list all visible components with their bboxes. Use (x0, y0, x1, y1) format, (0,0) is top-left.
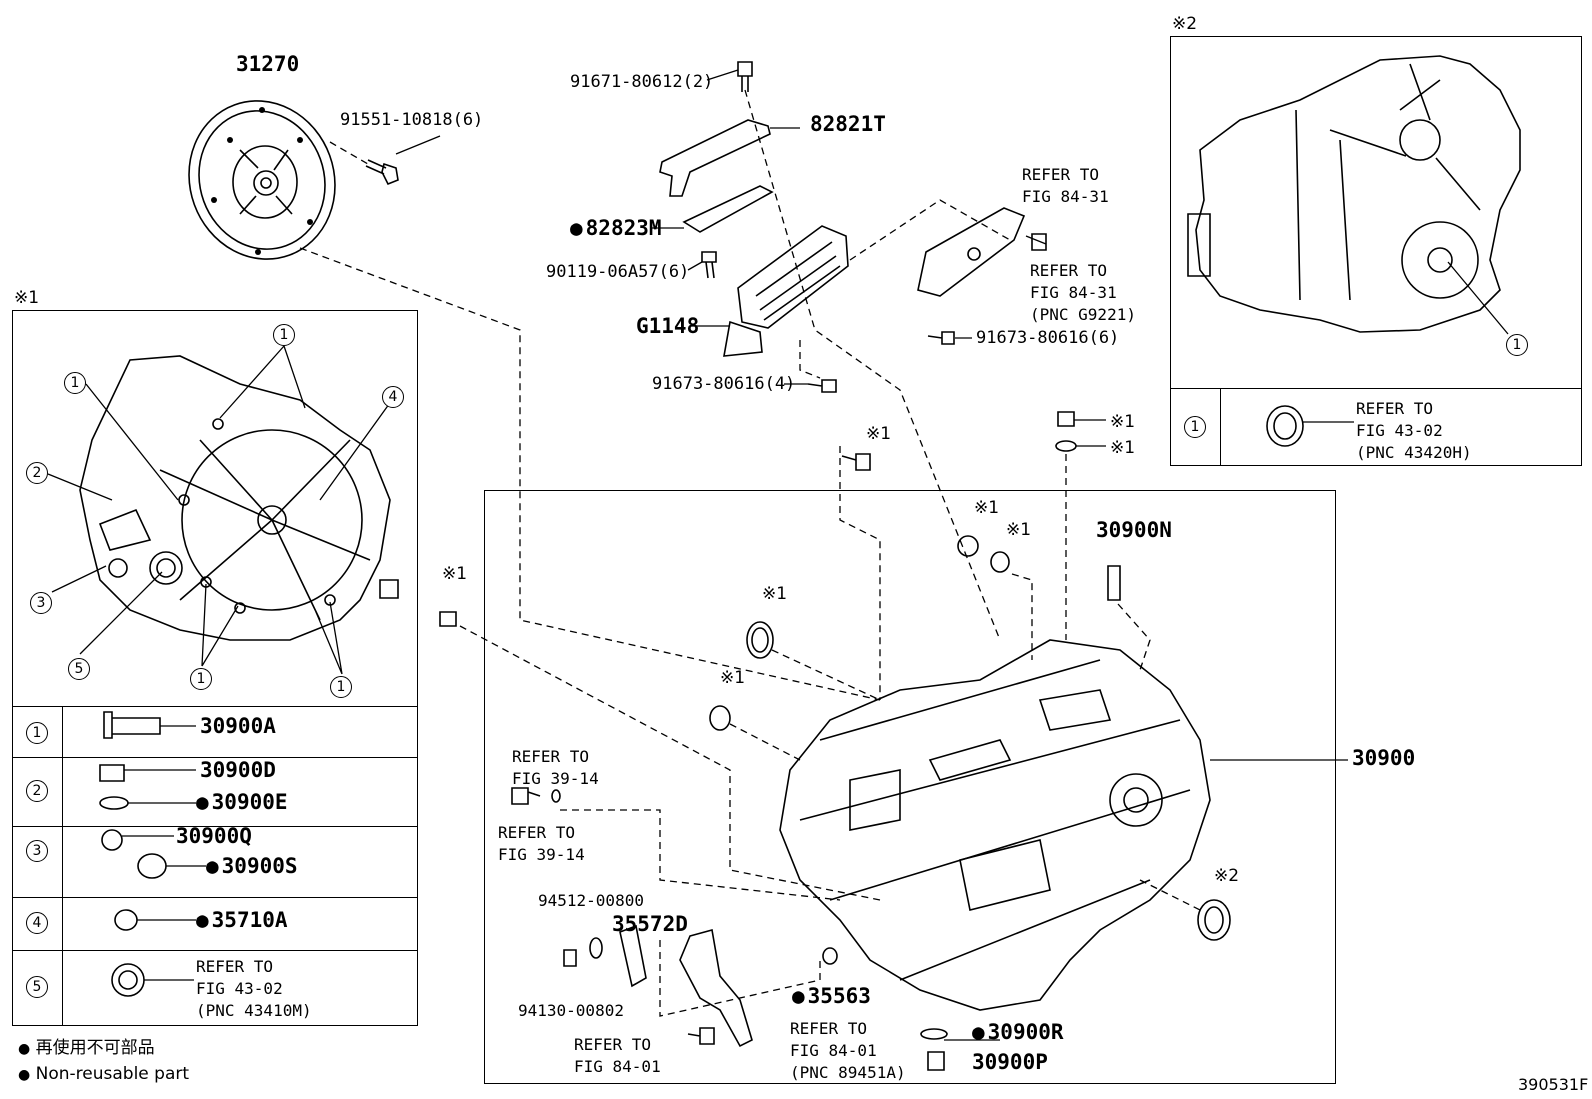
part-90119-label: 90119-06A57(6) (546, 262, 690, 282)
inset2-row-divider (1170, 388, 1582, 389)
note-mark-x1: ※1 (762, 584, 788, 604)
part-35572D-label: 35572D (612, 912, 688, 936)
row-num-1: 1 (1184, 416, 1206, 438)
part-94130-label: 94130-00802 (518, 1001, 624, 1020)
note-mark-x2: ※2 (1214, 866, 1240, 886)
inset1-row-divider (12, 757, 418, 758)
legend-line2-text: Non-reusable part (35, 1064, 190, 1084)
part-30900D-label: 30900D (200, 758, 276, 782)
part-30900E-label: 30900E (196, 792, 288, 813)
inset1-row-divider (12, 950, 418, 951)
refer-39-14-b-line1: REFER TO (498, 823, 576, 842)
part-30900N-label: 30900N (1096, 518, 1172, 542)
clutch-cover-drawing (188, 100, 336, 260)
note-mark-x1: ※1 (1006, 520, 1032, 540)
refer-84-01-a-line2: FIG 84-01 (790, 1041, 877, 1060)
part-G1148-label: G1148 (636, 314, 700, 338)
part-82821T-label: 82821T (810, 112, 886, 136)
case-inset2-drawing (1187, 55, 1521, 333)
inset1-col-divider (62, 706, 63, 1026)
refer-84-01-a-line1: REFER TO (790, 1019, 868, 1038)
refer-43-02-b-line3: (PNC 43420H) (1356, 443, 1472, 462)
valve-body-G1148-drawing (723, 225, 849, 357)
row-num-4: 4 (26, 912, 48, 934)
part-94512-label: 94512-00800 (538, 891, 644, 910)
part-91673-6-label: 91673-80616(6) (976, 328, 1120, 348)
refer-84-31-a-line2: FIG 84-31 (1022, 187, 1109, 206)
callout-4: 4 (382, 386, 404, 408)
refer-39-14-a-line1: REFER TO (512, 747, 590, 766)
callout-2: 2 (26, 462, 48, 484)
refer-84-01-a-line3: (PNC 89451A) (790, 1063, 906, 1082)
legend-nonreusable-en: ● Non-reusable part (18, 1064, 190, 1084)
note-mark-x1: ※1 (866, 424, 892, 444)
refer-84-31-b-line2: FIG 84-31 (1030, 283, 1117, 302)
row-num-3: 3 (26, 840, 48, 862)
refer-84-01-b-line2: FIG 84-01 (574, 1057, 661, 1076)
legend-nonreusable-jp: ● 再使用不可部品 (18, 1038, 155, 1058)
callout-1: 1 (64, 372, 86, 394)
part-82823M-label: 82823M (570, 218, 662, 239)
part-30900P-label: 30900P (972, 1050, 1048, 1074)
callout-3: 3 (30, 592, 52, 614)
case-inset1-drawing (79, 355, 399, 641)
callout-1: 1 (273, 324, 295, 346)
row-num-1: 1 (26, 722, 48, 744)
note-mark-x1: ※1 (974, 498, 1000, 518)
transaxle-30900-drawing (779, 639, 1211, 1011)
refer-39-14-b-line2: FIG 39-14 (498, 845, 585, 864)
note-mark-x1: ※1 (1110, 438, 1136, 458)
note-mark-x1: ※1 (720, 668, 746, 688)
gasket-82823M-drawing (682, 185, 774, 233)
callout-1: 1 (1506, 334, 1528, 356)
part-91671-label: 91671-80612(2) (570, 72, 714, 92)
note-mark-x1: ※1 (1110, 412, 1136, 432)
main-assembly-box (484, 490, 1336, 1084)
part-30900R-label: 30900R (972, 1022, 1064, 1043)
part-91673-4-label: 91673-80616(4) (652, 374, 796, 394)
callout-1: 1 (190, 668, 212, 690)
inset2-note: ※2 (1172, 14, 1198, 34)
part-30900Q-label: 30900Q (176, 824, 252, 848)
figure-code: 390531F (1518, 1075, 1589, 1094)
callout-1: 1 (330, 676, 352, 698)
row-num-2: 2 (26, 780, 48, 802)
refer-43-02-a-line3: (PNC 43410M) (196, 1001, 312, 1020)
refer-84-31-b-line1: REFER TO (1030, 261, 1108, 280)
callout-5: 5 (68, 658, 90, 680)
legend-line1-text: 再使用不可部品 (35, 1038, 155, 1058)
refer-84-01-b-line1: REFER TO (574, 1035, 652, 1054)
part-30900A-label: 30900A (200, 714, 276, 738)
inset2-col-divider (1220, 388, 1221, 466)
bolt-91551-drawing (365, 159, 399, 186)
inset1-table (12, 706, 418, 1026)
part-91551-label: 91551-10818(6) (340, 110, 484, 130)
refer-43-02-b-line1: REFER TO (1356, 399, 1434, 418)
refer-43-02-a-line1: REFER TO (196, 957, 274, 976)
part-35563-label: 35563 (792, 986, 871, 1007)
part-31270-label: 31270 (236, 52, 300, 76)
inset1-row-divider (12, 897, 418, 898)
refer-84-31-b-line3: (PNC G9221) (1030, 305, 1136, 324)
refer-43-02-b-line2: FIG 43-02 (1356, 421, 1443, 440)
refer-39-14-a-line2: FIG 39-14 (512, 769, 599, 788)
refer-43-02-a-line2: FIG 43-02 (196, 979, 283, 998)
part-30900-label: 30900 (1352, 746, 1416, 770)
part-35710A-label: 35710A (196, 910, 288, 931)
inset1-note: ※1 (14, 288, 40, 308)
refer-84-31-a-line1: REFER TO (1022, 165, 1100, 184)
note-mark-x1: ※1 (442, 564, 468, 584)
bracket-82821T-drawing (659, 119, 771, 197)
row-num-5: 5 (26, 976, 48, 998)
inset1-box (12, 310, 418, 1026)
part-30900S-label: 30900S (206, 856, 298, 877)
inset1-row-divider (12, 826, 418, 827)
inset2-box (1170, 36, 1582, 466)
